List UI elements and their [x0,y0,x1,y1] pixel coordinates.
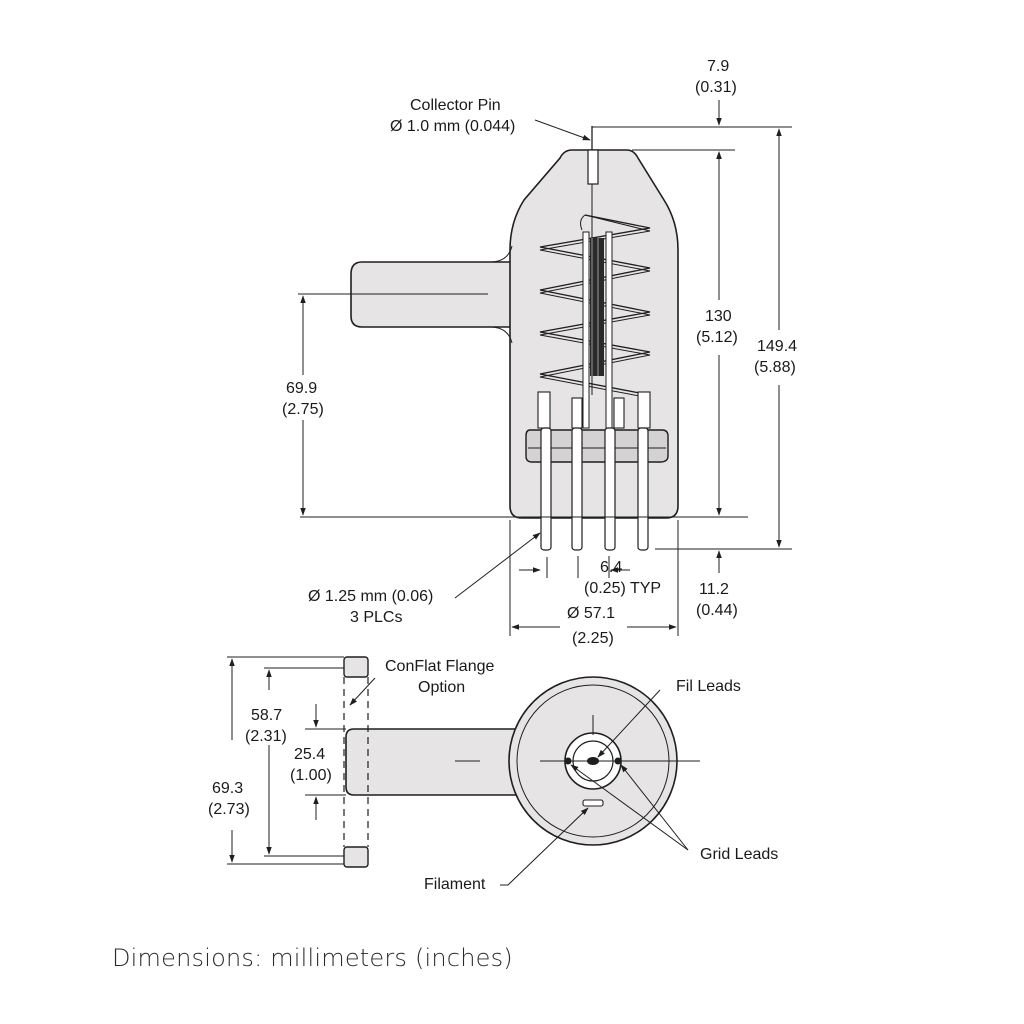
dim-58-7-mm: 58.7 [251,707,282,724]
dim-57-1-in: (2.25) [572,630,614,647]
top-view-port [345,728,529,796]
dim-7-9-in: (0.31) [695,79,737,96]
dim-6-4-in: (0.25) TYP [584,580,661,597]
dim-130-in: (5.12) [696,329,738,346]
top-view: ConFlat Flange Option 58.7 (2.31) 25.4 (… [208,656,778,893]
conflat-flange-outline [343,656,369,868]
base-header [525,429,669,463]
dim-69-9-mm: 69.9 [286,380,317,397]
dim-7-9-mm: 7.9 [707,58,729,75]
filament-slot [582,799,604,807]
dim-149-4-in: (5.88) [754,359,796,376]
dim-69-9-in: (2.75) [282,401,324,418]
dim-149-4-mm: 149.4 [757,338,797,355]
dim-57-1-mm: Ø 57.1 [567,605,615,622]
dim-25-4-mm: 25.4 [294,746,325,763]
dim-69-3-mm: 69.3 [212,780,243,797]
pin-count-label: 3 PLCs [350,609,402,626]
collector-pin-dia-label: Ø 1.0 mm (0.044) [390,118,515,135]
conflat-label: ConFlat Flange [385,658,494,675]
collector-pin-label: Collector Pin [410,97,501,114]
dim-69-3-in: (2.73) [208,801,250,818]
dim-25-4-in: (1.00) [290,767,332,784]
dim-58-7-in: (2.31) [245,728,287,745]
filament-label: Filament [424,876,486,893]
dim-11-2-mm: 11.2 [699,581,729,598]
dimensions-caption: Dimensions: millimeters (inches) [112,944,513,972]
filament-coil [590,238,604,376]
dim-130-mm: 130 [705,308,732,325]
base-pins [540,427,649,551]
grid-leads-label: Grid Leads [700,846,778,863]
dim-11-2-in: (0.44) [696,602,738,619]
conflat-option-label: Option [418,679,465,696]
pin-dia-label: Ø 1.25 mm (0.06) [308,588,433,605]
fil-leads-label: Fil Leads [676,678,741,695]
collector-pin [587,149,599,185]
dim-6-4-mm: 6.4 [600,559,622,576]
side-view: Collector Pin Ø 1.0 mm (0.044) 7.9 (0.31… [282,58,797,647]
